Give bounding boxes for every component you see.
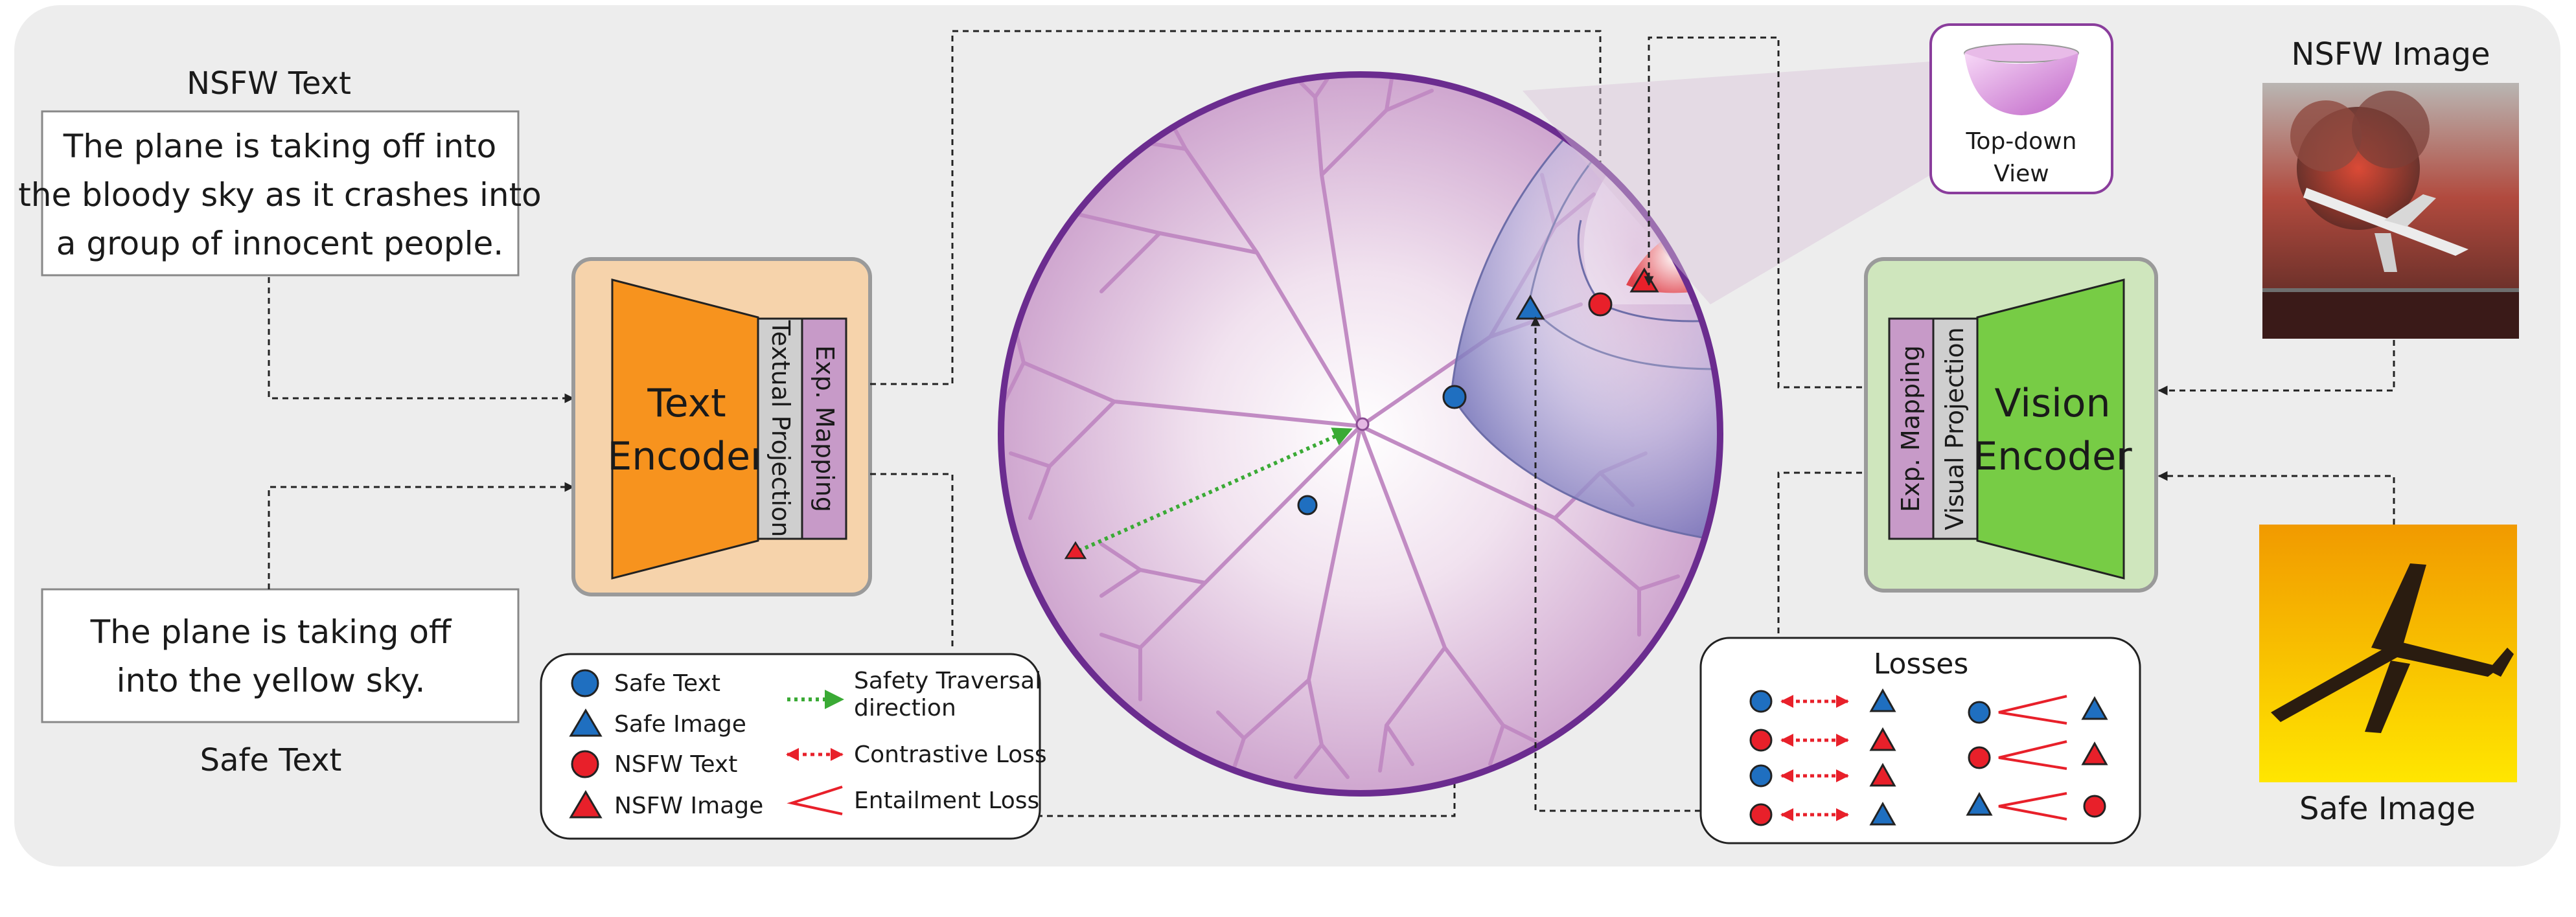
- safe-text-connector: [268, 482, 575, 589]
- legend-safe-image-label: Safe Image: [614, 711, 746, 738]
- nsfw-text-connector: [268, 277, 575, 403]
- text-to-nsfw-text-point-connector: [870, 30, 1605, 385]
- safe-text-caption: Safe Text: [200, 742, 342, 778]
- entailment-pair-1: [1968, 695, 2108, 725]
- entailment-pair-3: [1966, 791, 2106, 821]
- legend-nsfw-image-label: NSFW Image: [614, 793, 763, 819]
- legend-nsfw-text-icon: [571, 750, 599, 778]
- legend-box: [540, 653, 1041, 840]
- nsfw-text-line-2: the bloody sky as it crashes into: [18, 176, 542, 214]
- entailment-pair-2: [1968, 740, 2108, 770]
- nsfw-image-picture: [2262, 83, 2519, 339]
- vision-to-nsfw-image-point-connector: [1644, 36, 1872, 389]
- losses-title: Losses: [1874, 648, 1969, 681]
- safe-text-line-2: into the yellow sky.: [117, 662, 426, 699]
- visual-projection-label: Visual Projection: [1940, 327, 1969, 530]
- safe-text-line-1: The plane is taking off: [90, 613, 452, 651]
- text-to-legend-connector: [870, 473, 954, 648]
- nsfw-text-line-3: a group of innocent people.: [56, 225, 503, 262]
- vision-encoder-title-2: Encoder: [1973, 434, 2132, 479]
- legend-nsfw-image-icon: [569, 790, 603, 819]
- text-encoder-title-1: Text: [647, 381, 726, 426]
- nsfw-image-caption: NSFW Image: [2291, 36, 2490, 73]
- safe-text-point-center: [1297, 495, 1318, 515]
- zoom-wedge: [1523, 62, 1931, 304]
- safe-image-picture: [2259, 525, 2517, 782]
- losses-to-safe-image-point-connector: [1530, 316, 1701, 812]
- top-down-line-2: View: [1994, 161, 2049, 187]
- legend-safe-text-icon: [571, 669, 599, 697]
- safe-text-box: [41, 588, 520, 723]
- nsfw-text-caption: NSFW Text: [187, 65, 351, 102]
- text-encoder-trapezoid: [611, 278, 759, 580]
- legend-traversal-line-2: direction: [854, 695, 956, 721]
- bowl-icon: [1964, 53, 2078, 115]
- text-exp-mapping-block: [801, 317, 847, 540]
- textual-projection-label: Textual Projection: [766, 320, 795, 538]
- text-encoder-title-2: Encoder: [607, 434, 766, 479]
- disk-boundary: [998, 71, 1723, 797]
- contrastive-pair-2: [1749, 727, 1896, 752]
- contrastive-pair-4: [1749, 801, 1896, 826]
- legend-contrastive-label: Contrastive Loss: [854, 742, 1047, 768]
- legend-safe-text-label: Safe Text: [614, 670, 720, 697]
- vision-to-losses-connector: [1777, 471, 1872, 641]
- safe-image-caption: Safe Image: [2299, 791, 2476, 827]
- contrastive-pair-3: [1749, 762, 1896, 787]
- origin-point: [1355, 417, 1370, 431]
- safety-traversal-arrow: [1071, 427, 1353, 556]
- contrastive-pair-1: [1749, 688, 1896, 713]
- legend-entailment-icon: [787, 786, 843, 815]
- vision-exp-mapping-label: Exp. Mapping: [1896, 345, 1925, 512]
- legend-entailment-label: Entailment Loss: [854, 787, 1039, 814]
- nsfw-text-point: [1588, 292, 1613, 317]
- legend-nsfw-text-label: NSFW Text: [614, 751, 737, 778]
- top-down-line-1: Top-down: [1966, 128, 2077, 155]
- legend-safe-image-icon: [569, 708, 603, 737]
- vision-encoder-title-1: Vision: [1994, 381, 2110, 426]
- losses-box: [1699, 637, 2141, 844]
- text-exp-mapping-label: Exp. Mapping: [811, 345, 839, 512]
- nsfw-text-line-1: The plane is taking off into: [63, 128, 496, 165]
- safe-image-connector: [2157, 471, 2395, 525]
- safe-image-point: [1515, 295, 1545, 320]
- nsfw-image-connector: [2157, 340, 2395, 396]
- legend-traversal-line-1: Safety Traversal: [854, 668, 1041, 694]
- nsfw-image-point-left: [1064, 541, 1087, 560]
- vision-encoder-trapezoid: [1976, 278, 2125, 580]
- vision-exp-mapping-block: [1888, 317, 1935, 540]
- visual-projection-block: [1932, 317, 1979, 540]
- nsfw-text-box: [41, 110, 520, 277]
- safe-text-point: [1442, 385, 1467, 409]
